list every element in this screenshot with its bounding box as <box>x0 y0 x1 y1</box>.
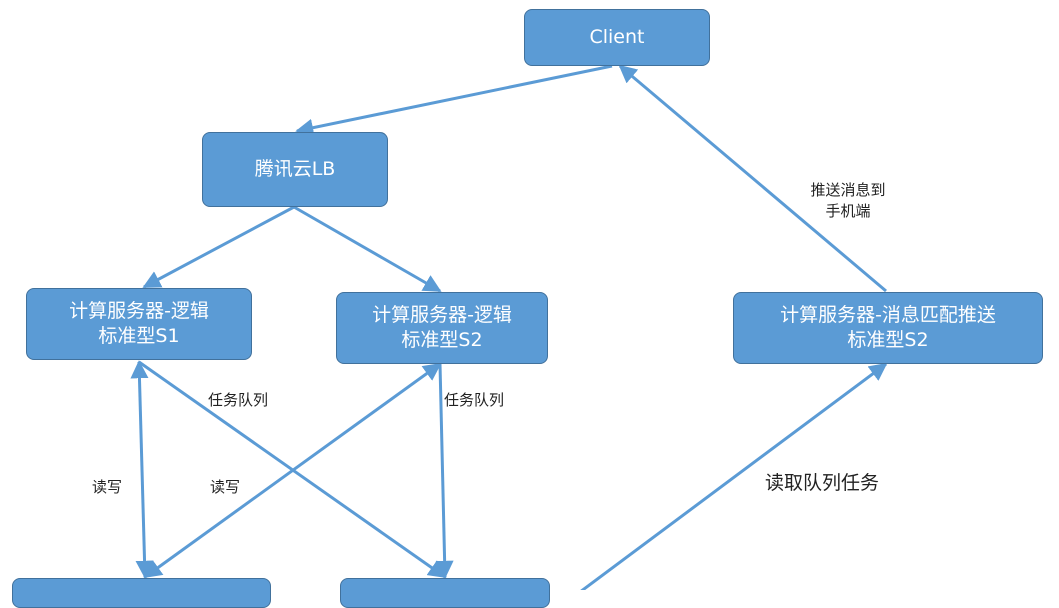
tencent-cloud-lb-label: 腾讯云LB <box>254 158 336 180</box>
diagram-connections <box>130 64 888 590</box>
arrow-lb-to-s1 <box>142 205 295 289</box>
task-queue-label-2: 任务队列 <box>444 391 505 409</box>
task-queue-label-1: 任务队列 <box>208 391 269 409</box>
bottom-middle-node[interactable] <box>340 578 550 608</box>
arrow-lb-to-s2 <box>293 205 442 293</box>
push-to-phone-label: 推送消息到 手机端 <box>796 180 900 222</box>
s2-node-line1: 计算服务器-逻辑 <box>372 304 512 326</box>
bottom-left-node[interactable] <box>12 578 271 608</box>
read-write-label-2: 读写 <box>210 478 241 496</box>
arrow-client-to-lb <box>295 64 613 137</box>
push-node-line1: 计算服务器-消息匹配推送 <box>780 304 996 326</box>
arrow-s1-bottomleft-readwrite <box>130 360 154 579</box>
push-to-phone-line2: 手机端 <box>825 202 871 220</box>
arrow-push-to-client <box>618 64 887 293</box>
compute-server-logic-s2-node[interactable]: 计算服务器-逻辑 标准型S2 <box>336 292 548 364</box>
push-to-phone-line1: 推送消息到 <box>810 181 886 199</box>
arrow-queue-to-push <box>580 362 888 590</box>
compute-server-push-node[interactable]: 计算服务器-消息匹配推送 标准型S2 <box>733 292 1043 364</box>
s1-node-line2: 标准型S1 <box>98 325 180 347</box>
push-node-line2: 标准型S2 <box>847 329 929 351</box>
s2-node-line2: 标准型S2 <box>401 329 483 351</box>
read-queue-task-label: 读取队列任务 <box>765 472 880 494</box>
client-node-label: Client <box>589 26 645 48</box>
arrow-s2-bottomleft-readwrite <box>143 362 442 579</box>
tencent-cloud-lb-node[interactable]: 腾讯云LB <box>202 132 388 207</box>
compute-server-logic-s1-node[interactable]: 计算服务器-逻辑 标准型S1 <box>26 288 252 360</box>
read-write-label-1: 读写 <box>92 478 123 496</box>
client-node[interactable]: Client <box>524 9 710 66</box>
arrow-s2-to-bottommid-queue <box>435 363 454 579</box>
s1-node-line1: 计算服务器-逻辑 <box>69 300 209 322</box>
